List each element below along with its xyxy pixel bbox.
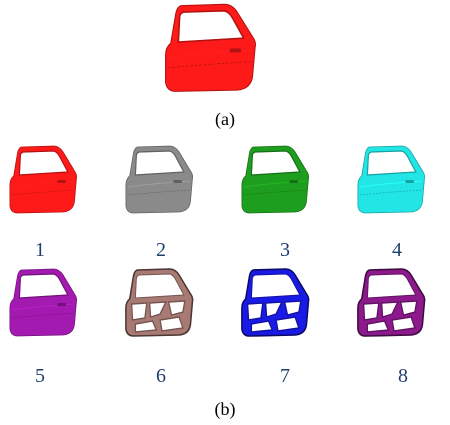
door-frame-cutout: [250, 320, 274, 333]
door-handle: [229, 48, 242, 53]
door-window-edge: [250, 150, 301, 176]
panel-label-8: 8: [398, 365, 408, 387]
door-panel-8: [357, 268, 426, 337]
door-handle: [405, 180, 414, 183]
door-frame-cutout: [391, 316, 416, 332]
door-crease-line: [168, 49, 253, 59]
door-frame-cutout: [362, 302, 380, 321]
door-crease-line: [11, 303, 75, 311]
door-frame-cutout: [275, 316, 300, 332]
door-trim-line: [11, 312, 75, 319]
door-panel-6: [125, 268, 194, 337]
door-rim: [125, 268, 194, 337]
door-panel-7: [241, 268, 310, 337]
door-handle: [173, 180, 182, 183]
door-panel-3: [241, 145, 310, 214]
door-crease-line: [127, 180, 191, 188]
caption-a: (a): [215, 109, 235, 130]
door-frame-cutout: [380, 301, 399, 318]
door-crease-line: [11, 180, 75, 188]
door-panel-4: [357, 145, 426, 214]
door-trim-line: [243, 189, 307, 196]
door-panel-2: [125, 145, 194, 214]
door-trim-line: [11, 189, 75, 196]
door-frame-cutout: [283, 300, 302, 316]
door-window-edge: [18, 273, 69, 299]
door-handle: [289, 180, 298, 183]
door-crease-line: [359, 180, 423, 188]
panel-label-3: 3: [280, 239, 290, 261]
panel-label-6: 6: [156, 365, 166, 387]
door-frame-cutout: [399, 300, 418, 316]
door-rim: [241, 268, 310, 337]
door-window-edge: [177, 10, 245, 43]
door-rim: [357, 268, 426, 337]
door-handle: [57, 303, 66, 306]
main-door: [165, 3, 256, 92]
door-window-edge: [366, 150, 417, 176]
door-panel-1: [9, 145, 78, 214]
door-crease-line: [243, 180, 307, 188]
door-frame-cutout: [159, 316, 184, 332]
door-frame-cutout: [264, 301, 283, 318]
panel-label-4: 4: [392, 239, 402, 261]
door-frame-cutout: [130, 302, 148, 321]
door-frame-cutout: [148, 301, 167, 318]
door-trim-line: [359, 189, 423, 196]
panel-label-5: 5: [35, 365, 45, 387]
panel-label-1: 1: [35, 239, 45, 261]
door-trim-line: [168, 61, 253, 69]
door-window-edge: [134, 150, 185, 176]
door-trim-line: [127, 189, 191, 196]
caption-b: (b): [215, 399, 236, 420]
door-panel-5: [9, 268, 78, 337]
door-handle: [57, 180, 66, 183]
door-frame-cutout: [366, 320, 390, 333]
panel-label-7: 7: [280, 365, 290, 387]
door-window-edge: [18, 150, 69, 176]
panel-label-2: 2: [156, 239, 166, 261]
door-frame-cutout: [167, 300, 186, 316]
door-frame-cutout: [134, 320, 158, 333]
door-frame-cutout: [246, 302, 264, 321]
